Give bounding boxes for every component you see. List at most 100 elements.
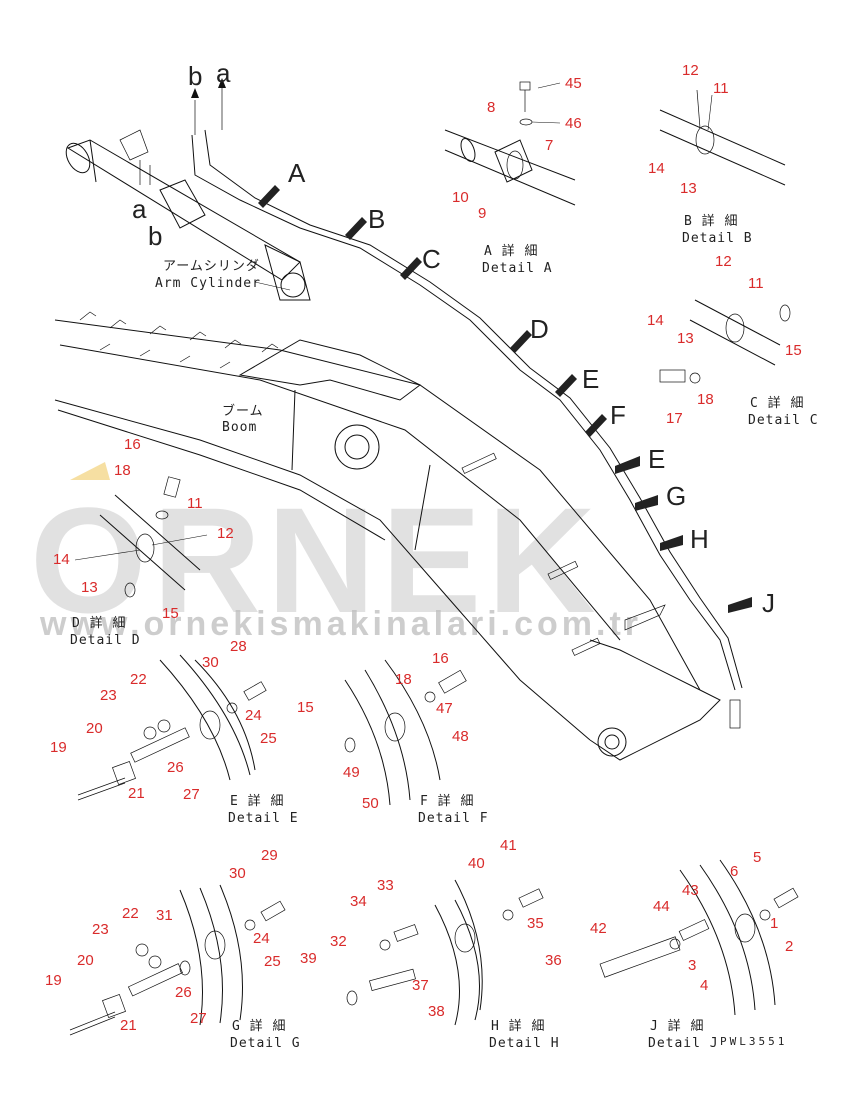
detail-d-en: Detail D [70, 633, 141, 648]
part-num: 18 [114, 462, 131, 479]
part-num: 15 [785, 342, 802, 359]
detail-f: 16 18 15 47 48 49 50 F 詳 細 Detail F [297, 650, 489, 826]
part-num: 25 [264, 953, 281, 970]
detail-h: 41 40 33 34 35 32 36 39 37 38 H 詳 細 Deta… [300, 837, 562, 1051]
part-num: 41 [500, 837, 517, 854]
part-num: 13 [677, 330, 694, 347]
part-num: 12 [217, 525, 234, 542]
part-num: 21 [128, 785, 145, 802]
part-num: 49 [343, 764, 360, 781]
arrow-label-g: G [666, 481, 686, 511]
part-num: 24 [253, 930, 270, 947]
watermark: ORNEK www.ornekismakinalari.com.tr [30, 462, 638, 644]
view-arrows: A B C D E F E G H J [258, 158, 775, 618]
part-num: 20 [86, 720, 103, 737]
arm-cylinder-label-jp: アームシリンダ [163, 259, 260, 274]
part-num: 29 [261, 847, 278, 864]
part-num: 32 [330, 933, 347, 950]
detail-d-jp: D 詳 細 [72, 615, 126, 631]
part-num: 40 [468, 855, 485, 872]
part-num: 4 [700, 977, 708, 994]
part-num: 5 [753, 849, 761, 866]
hose-markers: b a a b [132, 58, 231, 251]
part-num: 46 [565, 115, 582, 132]
part-num: 13 [81, 579, 98, 596]
detail-a-jp: A 詳 細 [484, 243, 538, 259]
part-num: 19 [50, 739, 67, 756]
part-num: 25 [260, 730, 277, 747]
detail-e: 30 28 22 23 24 20 25 19 26 21 27 E 詳 細 D… [50, 638, 298, 826]
part-num: 22 [122, 905, 139, 922]
boom-label-en: Boom [222, 420, 257, 435]
detail-h-en: Detail H [489, 1036, 560, 1051]
watermark-brand: ORNEK [30, 476, 602, 644]
detail-d: 16 18 11 12 14 13 15 D 詳 細 Detail D [53, 436, 234, 648]
detail-c: 12 11 14 13 15 17 18 C 詳 細 Detail C [647, 253, 819, 428]
arrow-label-e2: E [648, 444, 665, 474]
part-num: 11 [713, 80, 729, 97]
arrow-label-h: H [690, 524, 709, 554]
part-num: 23 [100, 687, 117, 704]
part-num: 37 [412, 977, 429, 994]
part-num: 12 [715, 253, 732, 270]
part-num: 12 [682, 62, 699, 79]
part-num: 18 [395, 671, 412, 688]
part-num: 35 [527, 915, 544, 932]
part-num: 44 [653, 898, 670, 915]
part-num: 24 [245, 707, 262, 724]
part-num: 13 [680, 180, 697, 197]
detail-e-jp: E 詳 細 [230, 793, 284, 809]
detail-a: 45 46 8 7 10 9 A 詳 細 Detail A [444, 75, 582, 276]
detail-f-en: Detail F [418, 811, 489, 826]
detail-b: 12 11 14 13 B 詳 細 Detail B [648, 62, 786, 246]
watermark-logo-accent [70, 462, 110, 480]
part-num: 3 [688, 957, 696, 974]
part-num: 14 [53, 551, 70, 568]
part-num: 14 [648, 160, 665, 177]
arrow-label-j: J [762, 588, 775, 618]
detail-b-en: Detail B [682, 231, 753, 246]
part-num: 50 [362, 795, 379, 812]
detail-c-en: Detail C [748, 413, 819, 428]
part-num: 38 [428, 1003, 445, 1020]
part-num: 48 [452, 728, 469, 745]
part-num: 30 [202, 654, 219, 671]
hose-b-left: b [148, 221, 162, 251]
part-num: 17 [666, 410, 683, 427]
arrow-label-e1: E [582, 364, 599, 394]
detail-j-en: Detail J [648, 1036, 719, 1051]
detail-a-en: Detail A [482, 261, 553, 276]
detail-c-jp: C 詳 細 [750, 395, 804, 411]
part-num: 8 [487, 99, 495, 116]
part-num: 39 [300, 950, 317, 967]
part-num: 26 [167, 759, 184, 776]
hose-b-top: b [188, 61, 202, 91]
part-num: 36 [545, 952, 562, 969]
part-num: 14 [647, 312, 664, 329]
part-num: 30 [229, 865, 246, 882]
part-num: 20 [77, 952, 94, 969]
detail-f-jp: F 詳 細 [420, 793, 474, 809]
arm-cylinder-label-en: Arm Cylinder [155, 276, 261, 291]
part-num: 2 [785, 938, 793, 955]
arrow-label-c: C [422, 244, 441, 274]
part-num: 43 [682, 882, 699, 899]
part-num: 18 [697, 391, 714, 408]
detail-g-en: Detail G [230, 1036, 301, 1051]
part-num: 34 [350, 893, 367, 910]
part-num: 26 [175, 984, 192, 1001]
boom-assembly [54, 88, 743, 761]
part-num: 11 [187, 495, 203, 512]
detail-j-jp: J 詳 細 [650, 1018, 704, 1034]
part-num: 6 [730, 863, 738, 880]
part-num: 1 [770, 915, 778, 932]
drawing-code: PWL3551 [720, 1035, 787, 1048]
boom-label-jp: ブーム [222, 403, 264, 419]
part-num: 16 [432, 650, 449, 667]
part-num: 45 [565, 75, 582, 92]
part-num: 11 [748, 275, 764, 292]
detail-h-jp: H 詳 細 [491, 1018, 545, 1034]
detail-b-jp: B 詳 細 [684, 213, 738, 229]
part-num: 19 [45, 972, 62, 989]
